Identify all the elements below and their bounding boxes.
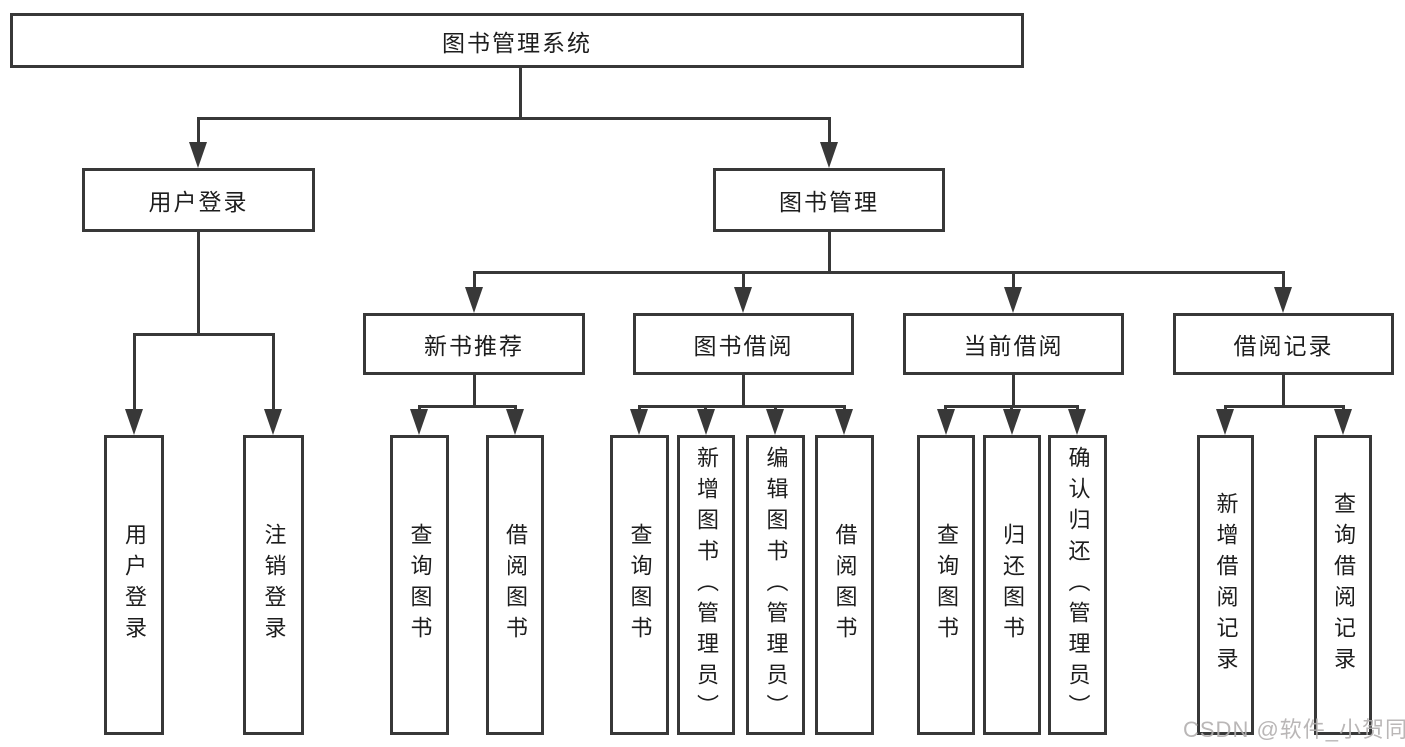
node-leaf-bb-query-books: 查询图书 <box>610 435 669 735</box>
edge-line <box>774 405 777 412</box>
edge-line <box>1224 405 1345 408</box>
node-label: 查询图书 <box>934 523 959 647</box>
node-leaf-cb-confirm-return-admin: 确认归还（管理员） <box>1048 435 1107 735</box>
arrowhead-down-icon <box>125 409 143 435</box>
arrowhead-down-icon <box>835 409 853 435</box>
node-label: 查询图书 <box>407 523 433 647</box>
edge-line <box>418 405 517 408</box>
edge-line <box>1010 405 1013 412</box>
node-borrow-records: 借阅记录 <box>1173 313 1394 375</box>
edge-line <box>1224 405 1227 412</box>
edge-line <box>272 333 275 411</box>
edge-line <box>197 117 200 144</box>
edge-line <box>519 68 522 117</box>
node-label: 借阅图书 <box>503 523 528 647</box>
arrowhead-down-icon <box>189 142 207 168</box>
node-label: 新增借阅记录 <box>1213 492 1239 678</box>
edge-line <box>133 333 136 411</box>
edge-line <box>473 375 476 408</box>
edge-line <box>704 405 707 412</box>
node-label: 新书推荐 <box>424 333 524 359</box>
edge-line <box>1076 405 1079 412</box>
arrowhead-down-icon <box>697 409 715 435</box>
node-label: 借阅图书 <box>832 523 858 647</box>
node-label: 用户登录 <box>122 523 147 647</box>
node-label: 查询图书 <box>627 523 653 647</box>
edge-line <box>742 375 745 408</box>
arrowhead-down-icon <box>1274 287 1292 313</box>
edge-line <box>638 405 846 408</box>
node-label: 图书管理系统 <box>442 29 592 56</box>
edge-line <box>133 333 275 336</box>
arrowhead-down-icon <box>264 409 282 435</box>
node-label: 图书管理 <box>779 189 879 215</box>
node-leaf-bb-edit-books-admin: 编辑图书（管理员） <box>746 435 805 735</box>
node-label: 图书借阅 <box>693 333 794 359</box>
arrowhead-down-icon <box>1003 409 1021 435</box>
arrowhead-down-icon <box>937 409 955 435</box>
edge-line <box>197 232 200 336</box>
node-label: 编辑图书（管理员） <box>763 445 789 725</box>
node-library-system: 图书管理系统 <box>10 13 1024 68</box>
node-book-management: 图书管理 <box>713 168 945 232</box>
node-label: 新增图书（管理员） <box>694 445 719 725</box>
node-user-login: 用户登录 <box>82 168 315 232</box>
node-label: 注销登录 <box>261 523 287 647</box>
edge-line <box>1012 271 1015 289</box>
node-book-borrow: 图书借阅 <box>633 313 854 375</box>
node-leaf-br-add-record: 新增借阅记录 <box>1197 435 1254 735</box>
edge-line <box>514 405 517 412</box>
node-label: 查询借阅记录 <box>1331 492 1356 678</box>
node-leaf-nbr-borrow-books: 借阅图书 <box>486 435 544 735</box>
node-label: 借阅记录 <box>1233 333 1334 359</box>
edge-line <box>418 405 421 412</box>
node-leaf-br-query-record: 查询借阅记录 <box>1314 435 1372 735</box>
arrowhead-down-icon <box>630 409 648 435</box>
edge-line <box>197 117 831 120</box>
arrowhead-down-icon <box>1216 409 1234 435</box>
edge-line <box>843 405 846 412</box>
arrowhead-down-icon <box>1004 287 1022 313</box>
node-leaf-logout: 注销登录 <box>243 435 304 735</box>
node-label: 用户登录 <box>148 189 249 215</box>
edge-line <box>742 271 745 289</box>
arrowhead-down-icon <box>465 287 483 313</box>
csdn-watermark: CSDN @软件_小贺同学 <box>1183 717 1405 742</box>
edge-line <box>944 405 947 412</box>
arrowhead-down-icon <box>506 409 524 435</box>
node-label: 归还图书 <box>1000 523 1025 647</box>
node-label: 当前借阅 <box>963 333 1064 359</box>
edge-line <box>828 117 831 144</box>
node-leaf-cb-return-books: 归还图书 <box>983 435 1041 735</box>
edge-line <box>828 232 831 274</box>
arrowhead-down-icon <box>410 409 428 435</box>
arrowhead-down-icon <box>1334 409 1352 435</box>
arrowhead-down-icon <box>820 142 838 168</box>
arrowhead-down-icon <box>734 287 752 313</box>
node-leaf-cb-query-books: 查询图书 <box>917 435 975 735</box>
node-label: 确认归还（管理员） <box>1065 445 1091 725</box>
node-leaf-bb-add-books-admin: 新增图书（管理员） <box>677 435 735 735</box>
node-current-borrow: 当前借阅 <box>903 313 1124 375</box>
arrowhead-down-icon <box>766 409 784 435</box>
node-new-book-recommend: 新书推荐 <box>363 313 585 375</box>
edge-line <box>473 271 1285 274</box>
arrowhead-down-icon <box>1068 409 1086 435</box>
edge-line <box>1282 375 1285 408</box>
edge-line <box>473 271 476 289</box>
edge-line <box>1282 271 1285 289</box>
node-leaf-nbr-query-books: 查询图书 <box>390 435 449 735</box>
edge-line <box>1012 375 1015 408</box>
edge-line <box>1342 405 1345 412</box>
node-leaf-user-login: 用户登录 <box>104 435 164 735</box>
node-leaf-bb-borrow-books: 借阅图书 <box>815 435 874 735</box>
edge-line <box>638 405 641 412</box>
